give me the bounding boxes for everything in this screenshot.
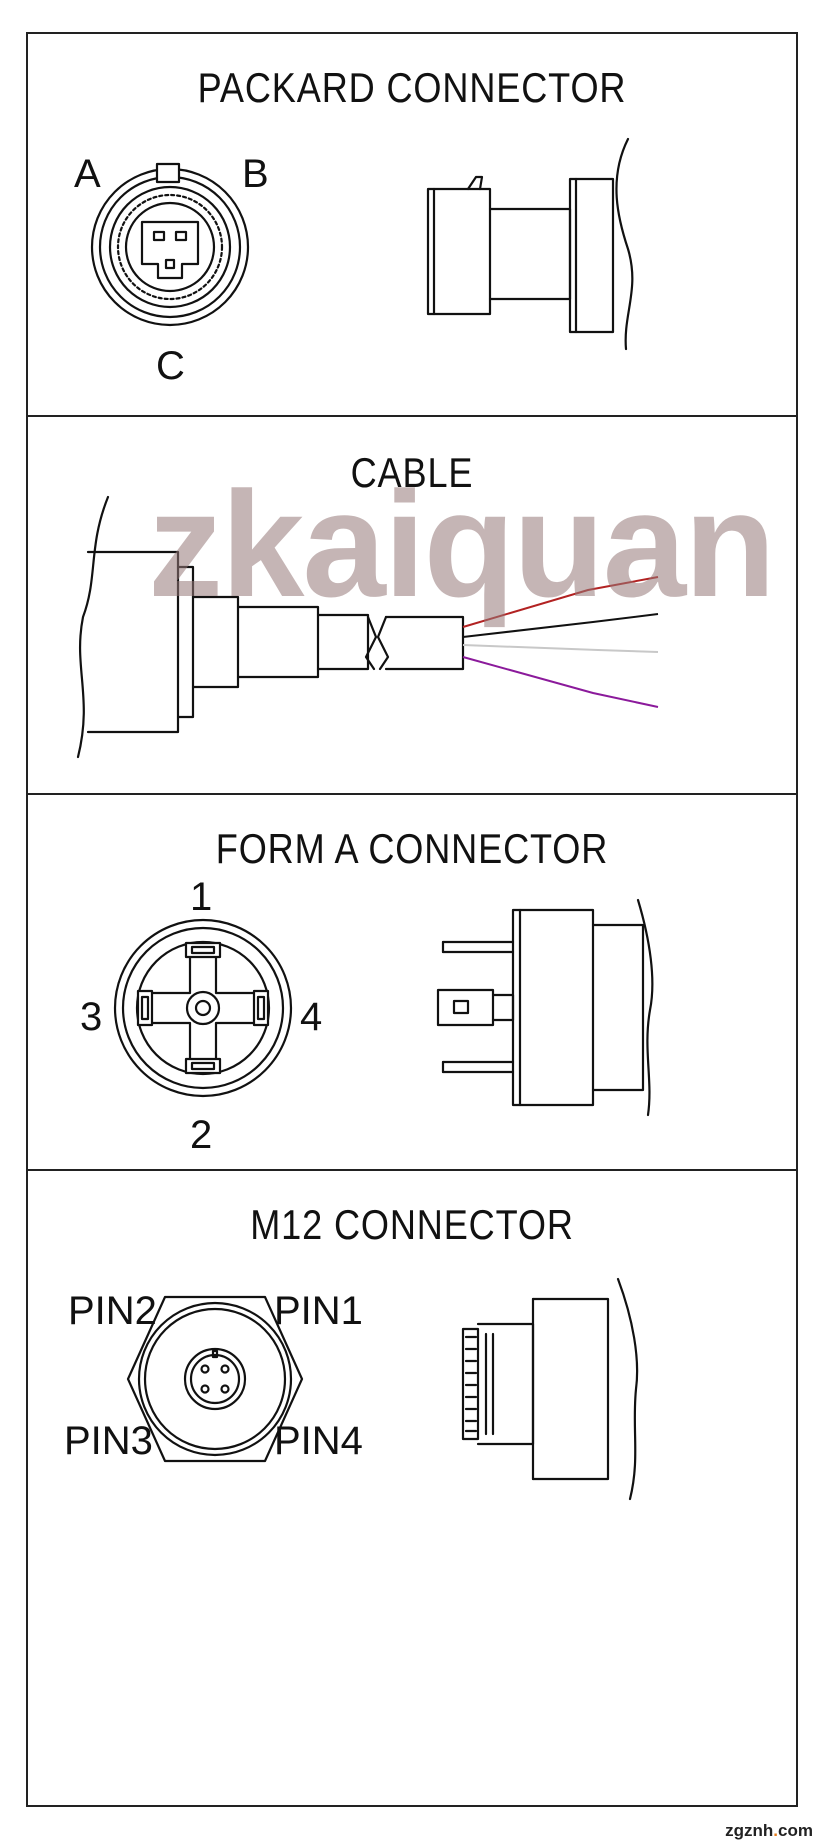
wire-purple: [462, 656, 659, 708]
m12-side-view: [461, 1277, 639, 1501]
form-a-front-view: [113, 918, 293, 1098]
form-a-pin-3-label: 3: [80, 995, 103, 1039]
m12-pin2-label: PIN2: [68, 1289, 157, 1333]
form-a-title: FORM A CONNECTOR: [215, 825, 609, 872]
form-a-side-view: [436, 898, 654, 1117]
m12-pin1-label: PIN1: [274, 1289, 363, 1333]
packard-pin-c-label: C: [156, 344, 185, 388]
form-a-panel: FORM A CONNECTOR 1 2 3 4: [28, 795, 796, 1171]
form-a-pin-4-label: 4: [300, 995, 323, 1039]
cable-panel: CABLE: [28, 417, 796, 795]
diagram-frame: PACKARD CONNECTOR A B C CABLE: [26, 32, 798, 1807]
packard-title: PACKARD CONNECTOR: [197, 64, 627, 111]
form-a-pin-1-label: 1: [190, 875, 213, 919]
packard-side-view: [426, 137, 634, 351]
wire-red: [462, 576, 659, 628]
wire-black: [462, 613, 659, 638]
m12-title: M12 CONNECTOR: [250, 1201, 574, 1248]
packard-pin-a-label: A: [74, 152, 101, 196]
site-mark-prefix: zgznh: [725, 1821, 774, 1840]
site-mark-suffix: com: [778, 1821, 813, 1840]
packard-panel: PACKARD CONNECTOR A B C: [28, 34, 796, 417]
wire-white: [462, 644, 659, 653]
form-a-pin-2-label: 2: [190, 1113, 213, 1157]
cable-title: CABLE: [350, 449, 474, 496]
watermark-text: zkaiquan: [148, 460, 776, 628]
m12-pin4-label: PIN4: [274, 1419, 363, 1463]
cable-assembly-drawing: [76, 495, 659, 759]
site-mark-dot: .: [773, 1821, 779, 1840]
packard-front-view: [90, 162, 250, 327]
cable-wires: [462, 576, 659, 708]
m12-pin3-label: PIN3: [64, 1419, 153, 1463]
site-watermark: zgznh.com: [725, 1821, 813, 1841]
packard-pin-b-label: B: [242, 152, 269, 196]
m12-panel: M12 CONNECTOR PIN2 PIN1 PIN3 PIN4: [28, 1171, 796, 1807]
m12-front-view: [126, 1295, 304, 1463]
